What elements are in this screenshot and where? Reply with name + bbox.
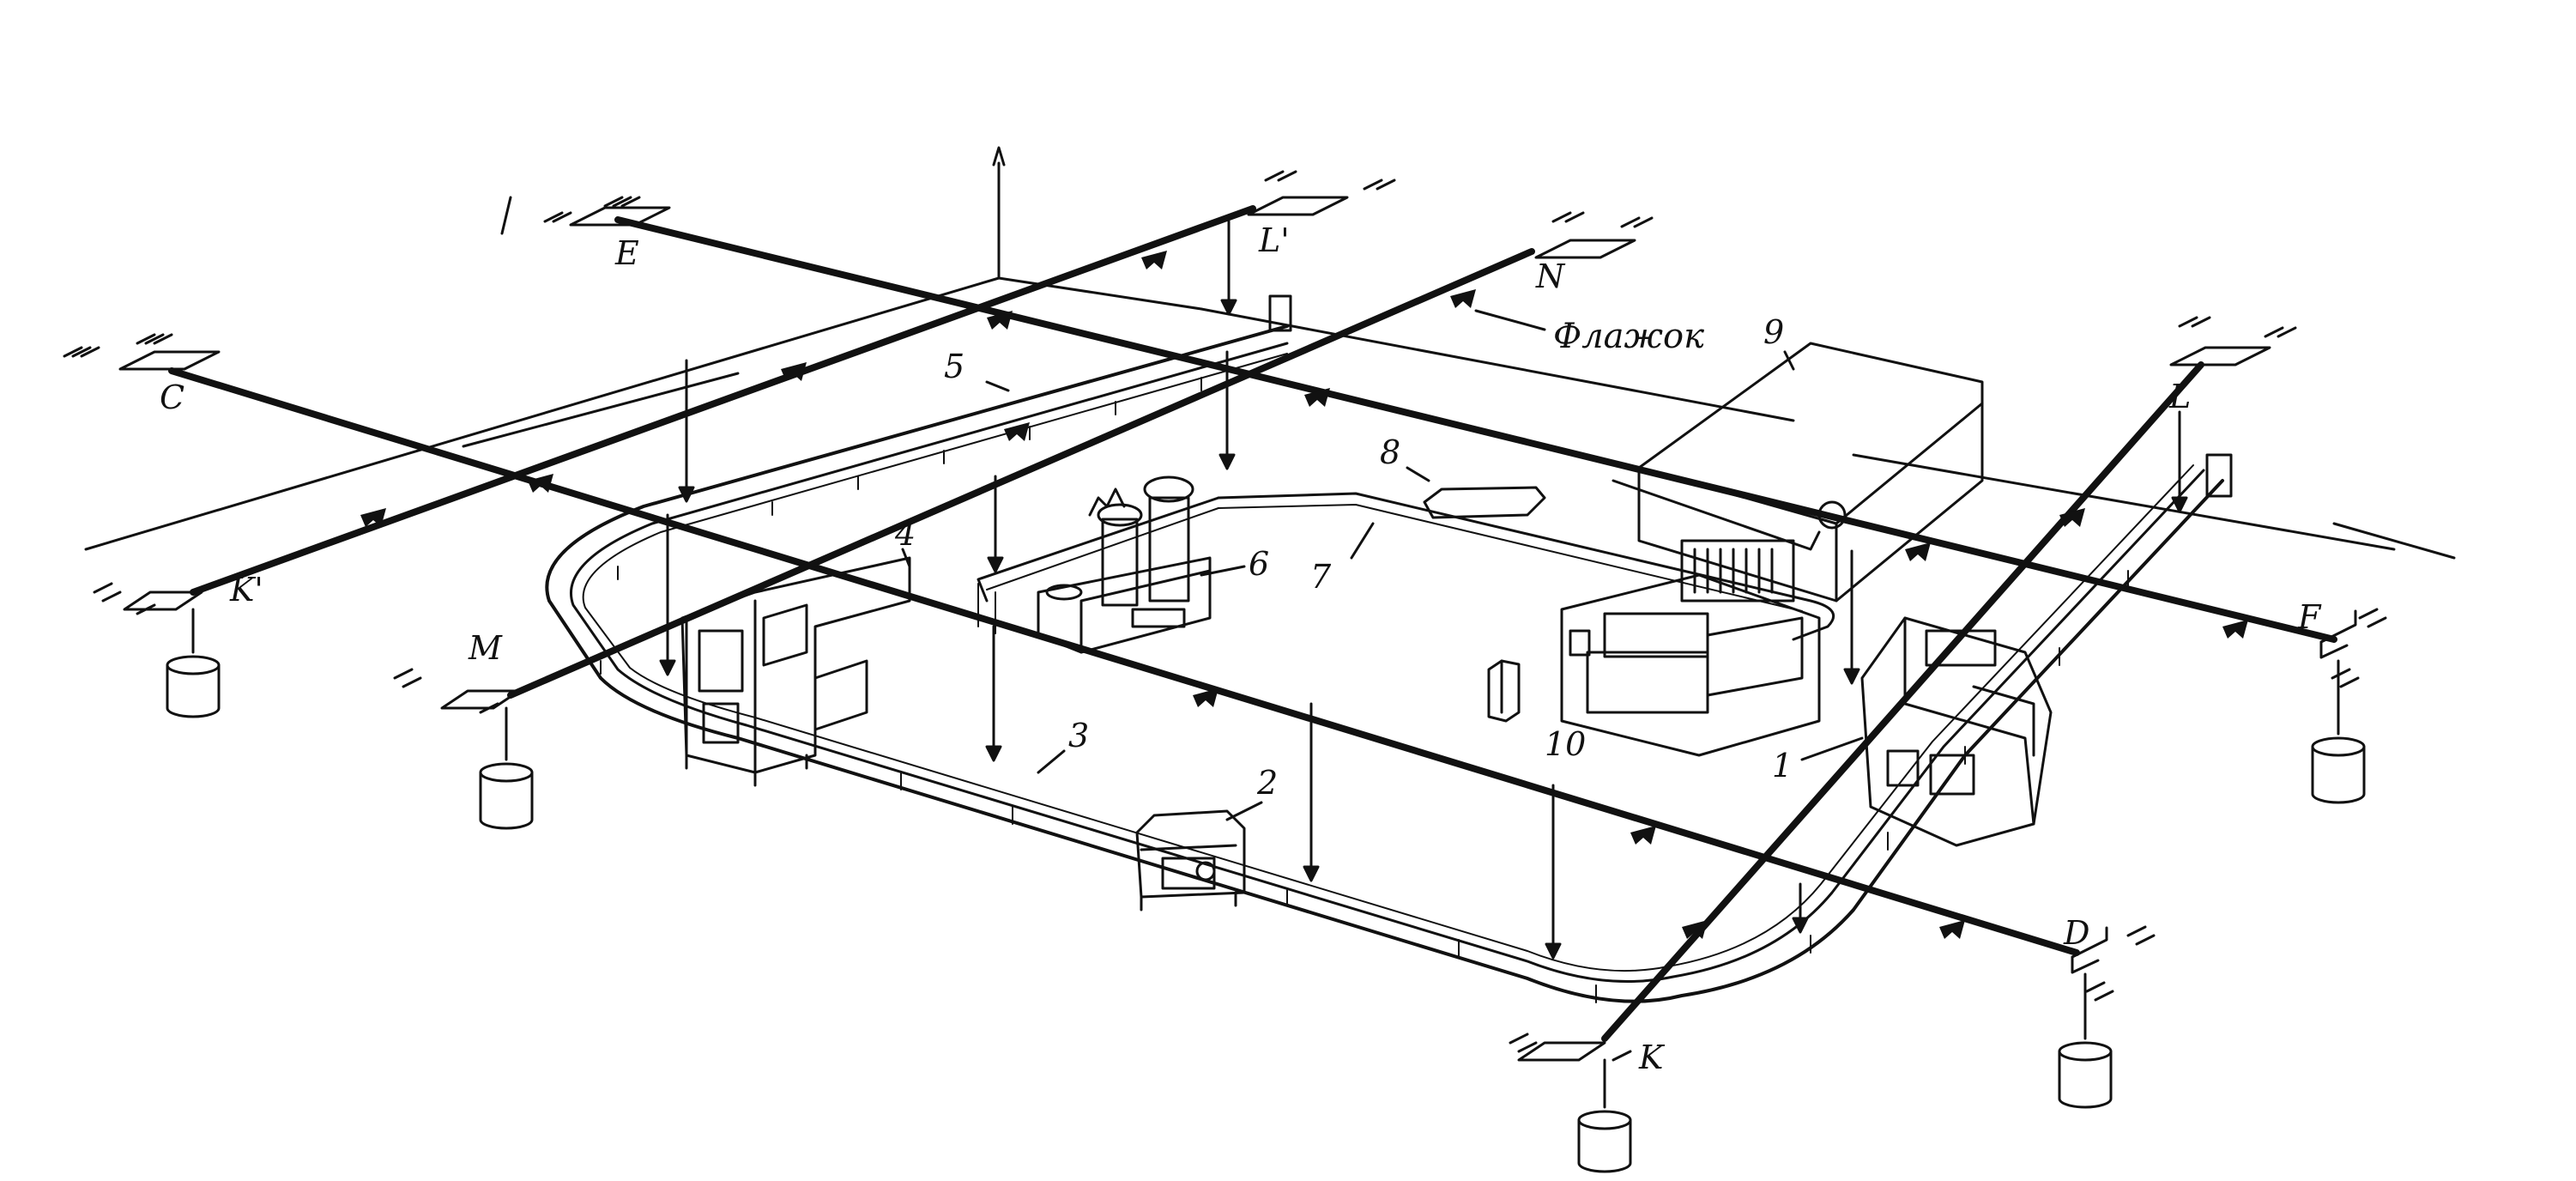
counterweight [479, 771, 534, 830]
label-part-4: 4 [894, 515, 916, 553]
label-point-f: F [2297, 598, 2322, 636]
cable-l-prime-k-prime [190, 205, 1256, 596]
leader-lines [901, 350, 1864, 821]
label-part-3: 3 [1068, 717, 1089, 754]
label-part-9: 9 [1763, 313, 1784, 351]
flag-marker [1450, 289, 1476, 308]
flag-marker [1193, 688, 1218, 707]
floor-outline [84, 146, 2456, 560]
counterweight [166, 663, 221, 718]
weights [166, 608, 2366, 1173]
conveyor-rail [545, 294, 2233, 1003]
flag-marker [1630, 826, 1656, 845]
flag-marker [528, 474, 553, 493]
label-point-k: K [1638, 1039, 1666, 1076]
point-labels: C E L' N K' M L F D K [160, 221, 2322, 1076]
label-point-e: E [614, 234, 639, 272]
label-part-2: 2 [1256, 764, 1278, 802]
counterweight [2058, 1050, 2113, 1109]
flag-marker [987, 311, 1013, 330]
label-point-l: L [2168, 378, 2191, 415]
cable-flags [360, 251, 2248, 939]
label-point-k-prime: K' [229, 571, 263, 609]
flag-marker [360, 508, 386, 527]
machine-8 [1423, 486, 1546, 519]
machine-9 [1560, 342, 1984, 757]
flag-marker [1141, 251, 1167, 270]
label-point-l-prime: L' [1258, 221, 1290, 259]
flag-marker [1004, 422, 1030, 441]
cable-e-f [614, 216, 2337, 643]
machine-1 [1860, 616, 2053, 847]
cable-n-m [507, 248, 1535, 699]
label-point-n: N [1535, 257, 1566, 295]
label-point-d: D [2063, 914, 2089, 952]
label-point-m: M [468, 629, 503, 667]
counterweight [2311, 745, 2366, 804]
machine-4 [680, 556, 911, 787]
wire-cables [168, 205, 2337, 1042]
flag-marker [1304, 388, 1330, 407]
flag-pointer [1474, 309, 1546, 331]
cable-c-d [168, 367, 2080, 956]
label-point-c: C [160, 379, 184, 416]
flag-marker [2222, 620, 2248, 639]
flag-marker [1939, 920, 1965, 939]
flag-marker [1905, 542, 1931, 561]
flag-marker [781, 362, 807, 381]
label-part-7: 7 [1310, 558, 1332, 596]
part-labels: 1 2 3 4 5 6 7 8 9 10 [894, 313, 1793, 802]
label-part-10: 10 [1545, 725, 1586, 763]
anchors [63, 170, 2387, 1062]
flag-marker [1682, 920, 1708, 939]
label-part-8: 8 [1380, 433, 1400, 471]
machine-6 [1037, 475, 1212, 654]
flag-label: Флажок [1553, 317, 1704, 356]
cable-l-k [1601, 361, 2204, 1042]
counterweight [1577, 1118, 1632, 1173]
drop-wires [659, 220, 2188, 960]
label-part-6: 6 [1249, 545, 1269, 583]
flag-marker [2059, 508, 2085, 527]
box-10 [1487, 659, 1521, 723]
carriage-2 [1135, 809, 1246, 911]
label-part-1: 1 [1772, 747, 1793, 784]
label-part-5: 5 [944, 348, 964, 385]
